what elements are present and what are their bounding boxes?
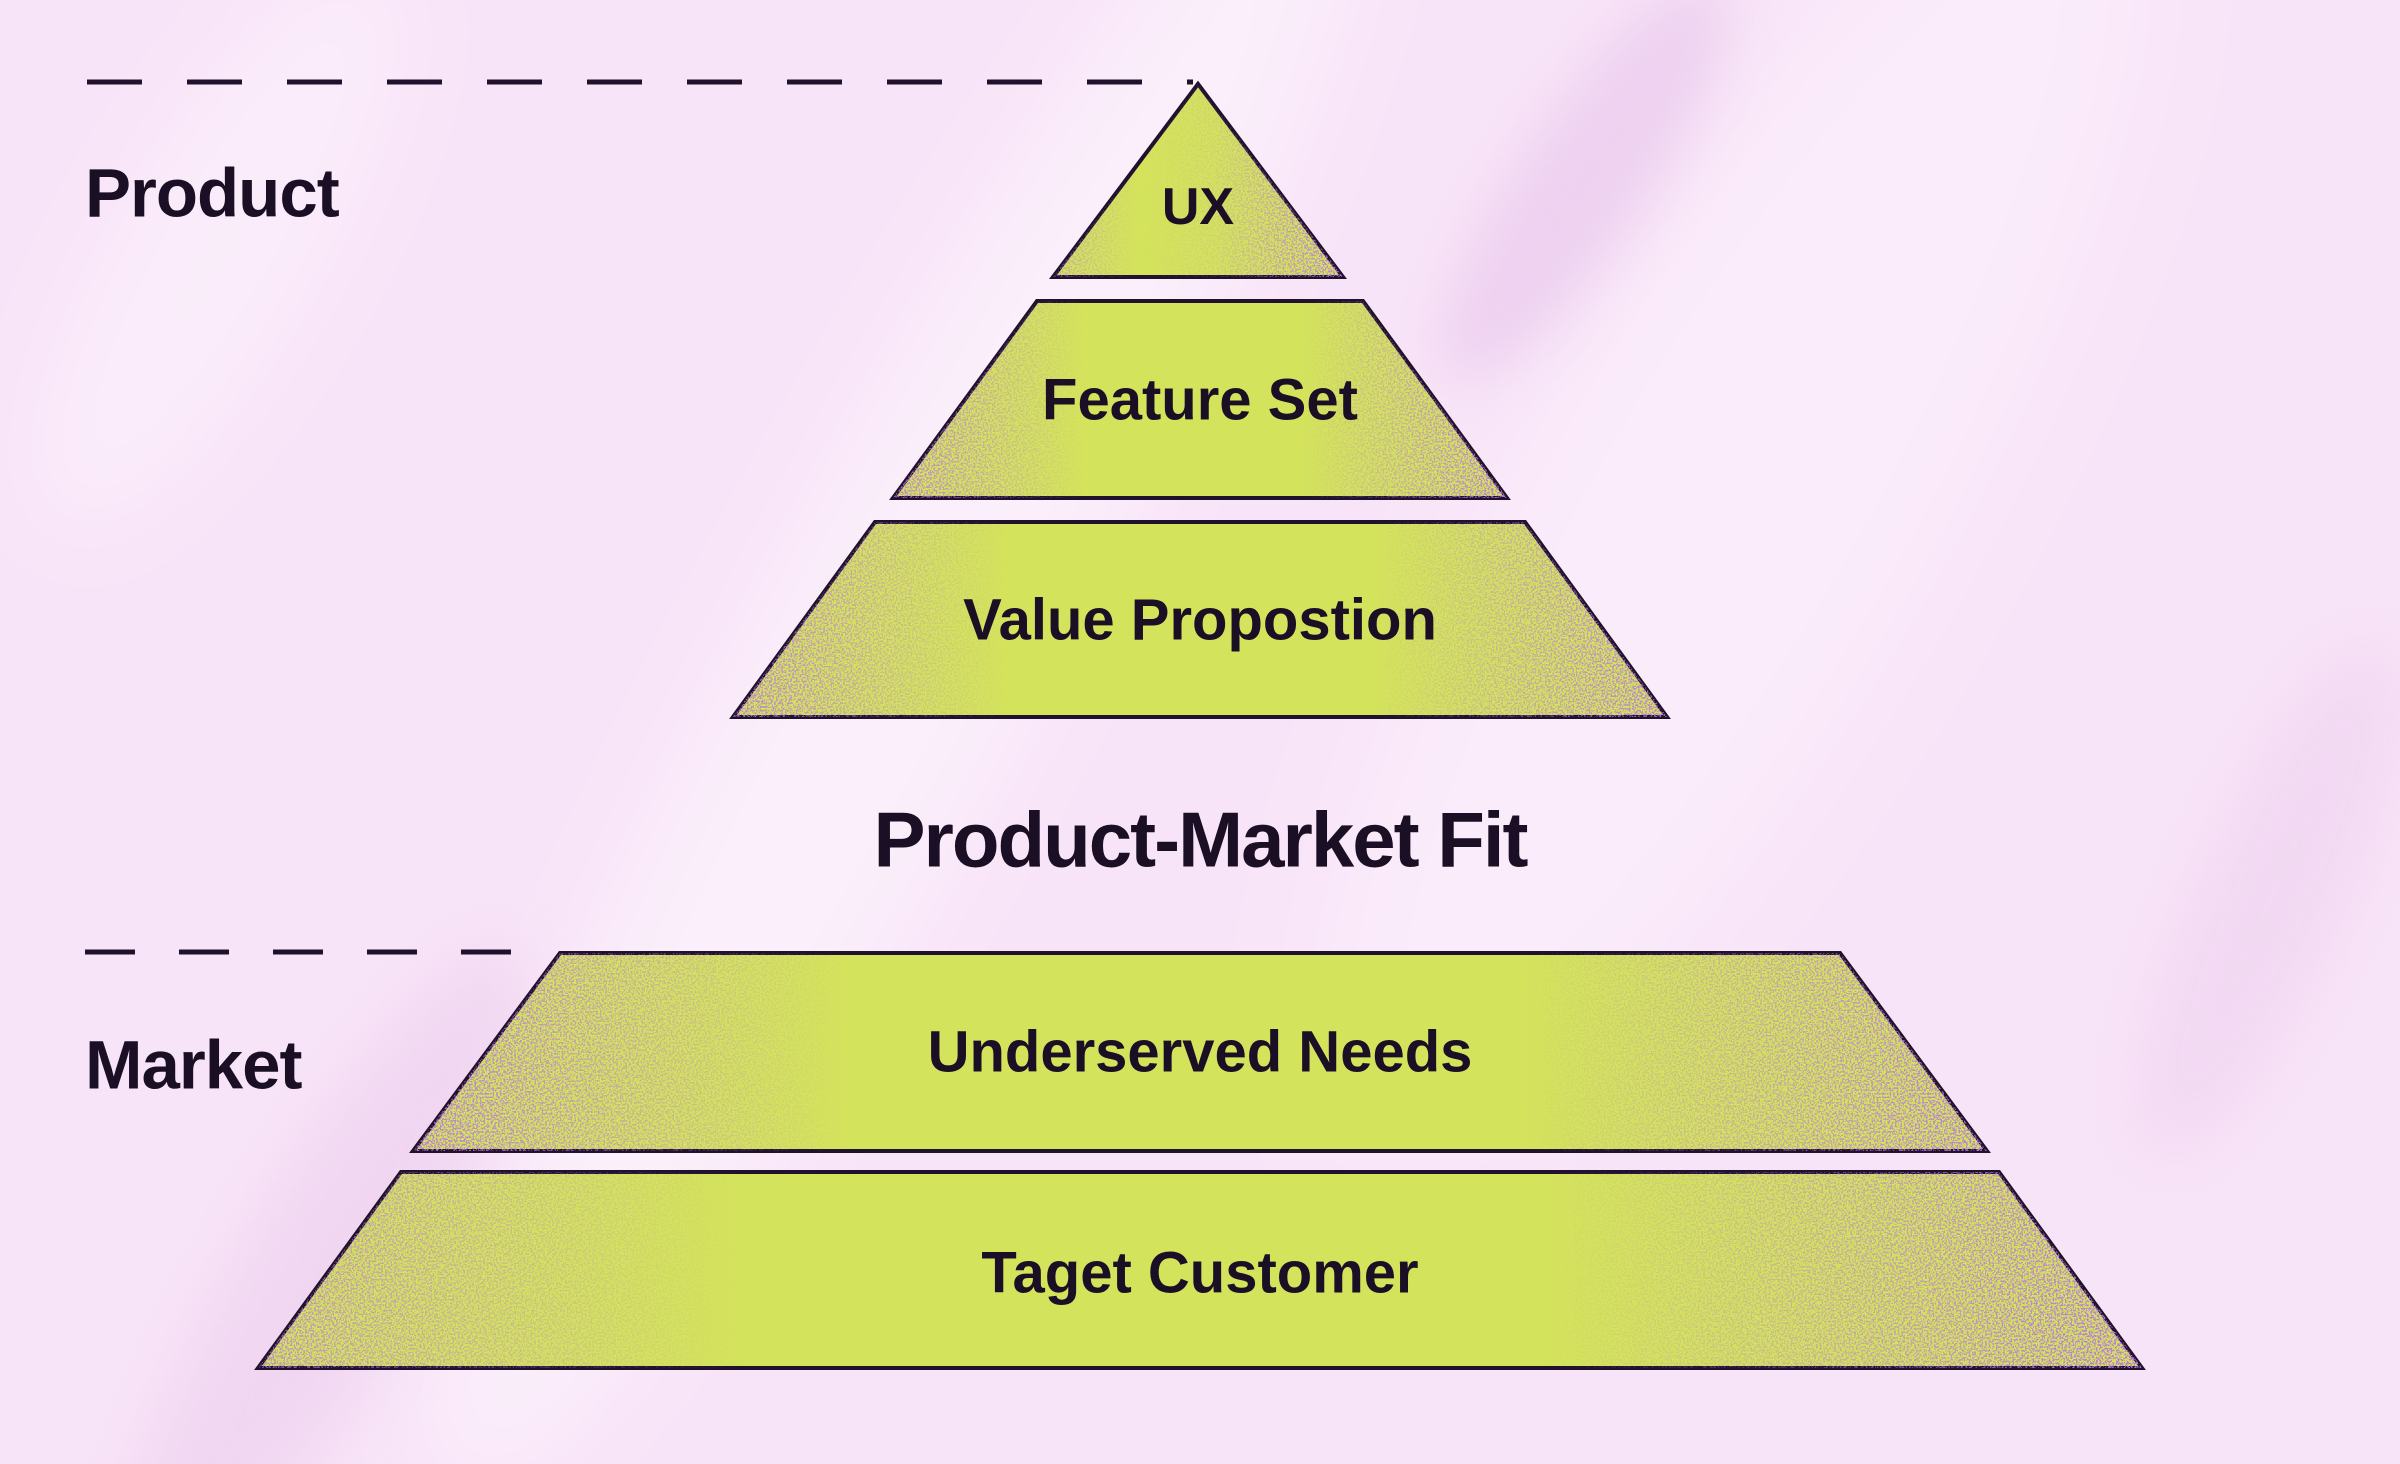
layer-label-value-proposition: Value Propostion <box>963 587 1437 653</box>
layer-target-customer <box>254 1170 2146 1370</box>
grain-texture <box>258 1172 2142 1368</box>
layer-label-feature-set: Feature Set <box>1042 367 1358 433</box>
market-section-label: Market <box>85 1026 302 1104</box>
layer-label-underserved-needs: Underserved Needs <box>927 1019 1473 1085</box>
product-market-fit-label: Product-Market Fit <box>873 795 1528 884</box>
layer-label-ux: UX <box>1161 178 1235 236</box>
layer-label-target-customer: Taget Customer <box>981 1240 1419 1306</box>
layer-underserved-needs <box>409 951 1991 1153</box>
product-section-label: Product <box>85 154 340 232</box>
grain-texture <box>413 953 1987 1151</box>
layer-value-proposition <box>729 520 1671 719</box>
grain-texture <box>733 522 1667 717</box>
